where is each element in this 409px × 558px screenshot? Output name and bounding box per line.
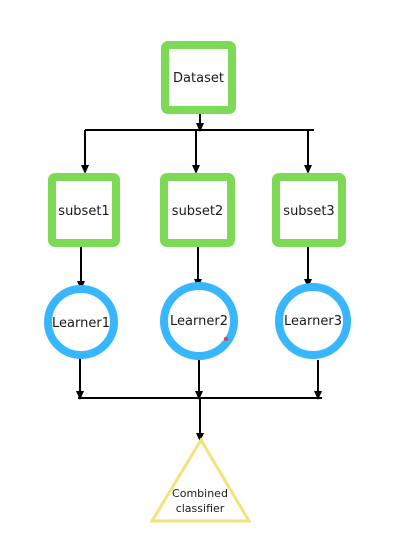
learner2-circle xyxy=(160,282,238,360)
subset-node-3: subset3 xyxy=(272,173,346,247)
red-dot-marker xyxy=(224,337,228,341)
combined-label-line1: Combined xyxy=(172,487,228,500)
subset3-box xyxy=(272,173,346,247)
combined-triangle xyxy=(149,437,252,523)
subset1-label: subset1 xyxy=(58,204,109,219)
dataset-node: Dataset xyxy=(161,41,236,114)
dataset-label: Dataset xyxy=(173,71,224,86)
subset3-label: subset3 xyxy=(283,204,334,219)
subset1-box xyxy=(48,173,120,247)
subset2-label: subset2 xyxy=(172,204,223,219)
learner3-circle xyxy=(275,283,351,359)
learner-node-2: Learner2 xyxy=(160,282,238,360)
learner-node-1: Learner1 xyxy=(44,285,118,359)
combined-label-line2: classifier xyxy=(176,502,225,515)
subset2-box xyxy=(160,173,235,247)
learner2-label: Learner2 xyxy=(170,314,228,329)
connectors xyxy=(76,112,322,442)
subset-node-2: subset2 xyxy=(160,173,235,247)
learner1-circle xyxy=(44,285,118,359)
subset-node-1: subset1 xyxy=(48,173,120,247)
learner-node-3: Learner3 xyxy=(275,283,351,359)
dataset-box xyxy=(161,41,236,114)
combined-node: Combined classifier xyxy=(149,437,252,523)
learner3-label: Learner3 xyxy=(284,314,342,329)
learner1-label: Learner1 xyxy=(52,316,110,331)
